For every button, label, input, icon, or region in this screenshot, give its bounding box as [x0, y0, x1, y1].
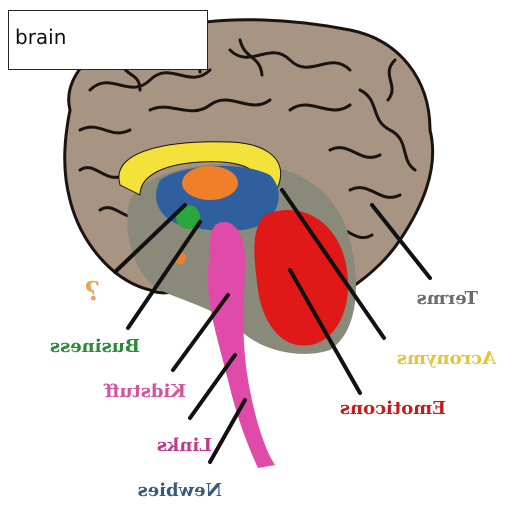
label-emoticons: Emoticons [340, 398, 446, 419]
search-box[interactable]: brain [8, 10, 208, 70]
limbic-region [254, 210, 349, 346]
label-business: Business [50, 336, 140, 357]
label-question: ? [85, 277, 100, 307]
green-region [176, 205, 200, 229]
brainstem [207, 221, 275, 468]
label-acronyms: Acronyms [397, 348, 497, 369]
label-newbies: Newbies [138, 480, 222, 501]
thalamus [182, 166, 238, 200]
search-box-text: brain [15, 25, 67, 49]
pointer-lines [113, 188, 432, 464]
label-links: Links [157, 435, 212, 456]
label-terms: Terms [417, 288, 478, 309]
label-kidstuff: Kidstuff [103, 381, 186, 402]
